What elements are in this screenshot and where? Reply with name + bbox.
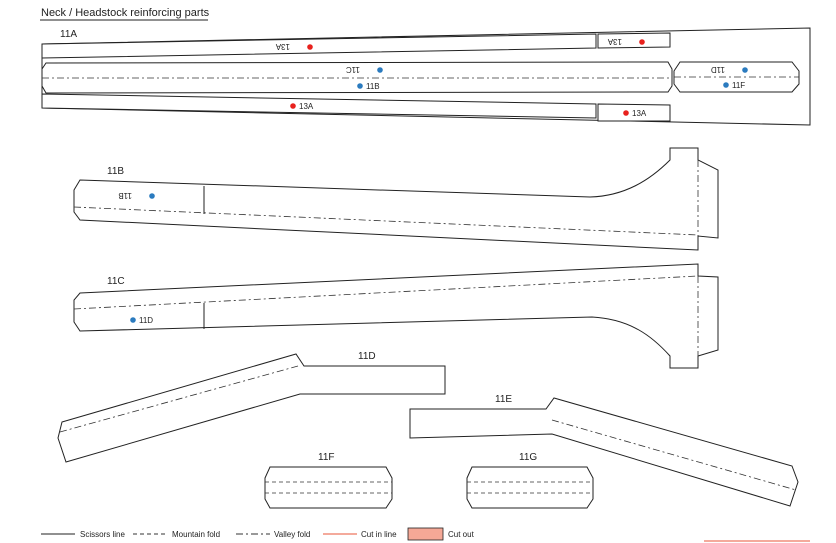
part-11g: 11G — [466, 452, 594, 509]
part-11f-outline — [264, 466, 393, 509]
part-11f-label: 11F — [318, 452, 335, 463]
mark-13a-lower-right: 13A — [632, 109, 647, 118]
part-11c-outline — [73, 263, 719, 369]
part-11d-label: 11D — [358, 351, 376, 362]
part-13a-upper-left — [41, 33, 597, 59]
part-11d-fold-line — [59, 365, 299, 433]
part-11c-fold-line — [73, 275, 699, 310]
part-11c: 11C 11D — [73, 263, 719, 369]
part-11d: 11D — [57, 351, 446, 463]
mark-13a-flipped-right: 13A — [607, 37, 622, 46]
blue-dot-11c — [377, 67, 383, 73]
part-11d-outline — [57, 353, 446, 463]
part-11c-label: 11C — [107, 276, 125, 287]
part-11g-label: 11G — [519, 452, 537, 463]
legend: Scissors line Mountain fold Valley fold … — [41, 527, 810, 542]
sheet-title: Neck / Headstock reinforcing parts — [41, 7, 210, 19]
part-11b: 11B 11B — [73, 147, 719, 251]
mark-13a-lower-left: 13A — [299, 102, 314, 111]
blue-dot-11b — [357, 83, 363, 89]
mark-11d-flipped: 11D — [711, 65, 725, 74]
part-11e-fold-line — [551, 419, 797, 491]
mark-11c-flipped: 11C — [346, 65, 360, 74]
part-11e: 11E — [409, 394, 799, 507]
part-13a-lower-right — [597, 103, 671, 122]
part-11e-outline — [409, 397, 799, 507]
mark-11b: 11B — [366, 82, 380, 91]
legend-cutin-label: Cut in line — [361, 530, 397, 539]
mark-11d-on-11c: 11D — [139, 316, 153, 325]
legend-mountain-label: Mountain fold — [172, 530, 220, 539]
red-dot-13a-lower-right — [623, 110, 629, 116]
legend-cutout-label: Cut out — [448, 530, 475, 539]
blue-dot-11d — [742, 67, 748, 73]
part-11b-outline — [73, 147, 719, 251]
legend-valley-label: Valley fold — [274, 530, 310, 539]
part-11b-label: 11B — [107, 166, 124, 177]
red-dot-13a-upper-right — [639, 39, 645, 45]
red-dot-13a-lower-left — [290, 103, 296, 109]
blue-dot-11c-part — [130, 317, 136, 323]
part-13a-upper-right — [597, 32, 671, 49]
part-11g-outline — [466, 466, 594, 509]
part-13a-lower-left — [41, 93, 597, 119]
red-dot-13a-upper-left — [307, 44, 313, 50]
part-11a: 11A 13A 13A 11C 11B 11D 11F 13A 13A — [41, 27, 811, 126]
mark-11f: 11F — [732, 81, 745, 90]
mark-13a-flipped-left: 13A — [275, 42, 290, 51]
legend-scissors-label: Scissors line — [80, 530, 125, 539]
blue-dot-11b-flipped — [149, 193, 155, 199]
part-11e-label: 11E — [495, 394, 512, 405]
part-11f: 11F — [264, 452, 393, 509]
part-11a-label: 11A — [60, 29, 77, 40]
legend-cutout-swatch — [407, 527, 444, 541]
part-11b-11c-strip — [41, 61, 673, 94]
part-11b-fold-line — [73, 206, 699, 236]
mark-11b-flipped: 11B — [118, 191, 132, 200]
blue-dot-11f — [723, 82, 729, 88]
